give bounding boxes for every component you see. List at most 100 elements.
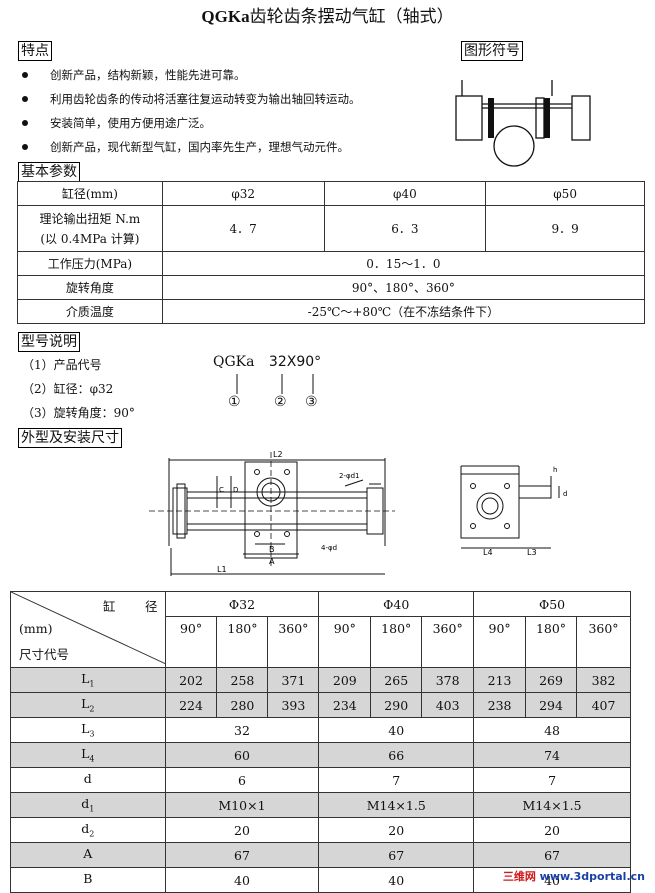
temp-label: 介质温度 xyxy=(17,299,163,324)
section-features: 特点 xyxy=(18,41,52,61)
section-dims: 外型及安装尺寸 xyxy=(18,428,122,448)
table-cell: 258 xyxy=(216,667,269,693)
angle-label: 旋转角度 xyxy=(17,275,163,300)
basic-params-table: 缸径(mm) φ32 φ40 φ50 理论输出扭矩 N.m (以 0.4MPa … xyxy=(17,181,646,324)
angle-header: 360° xyxy=(575,616,632,668)
table-cell: M14×1.5 xyxy=(318,792,475,818)
table-cell: 60 xyxy=(164,742,320,768)
title-model: QGKa xyxy=(201,7,250,26)
table-cell: 265 xyxy=(370,667,423,693)
table-cell: 280 xyxy=(216,692,269,718)
label-L2: L2 xyxy=(273,450,283,459)
front-view-drawing: L2 L1 B A C D 2-φd1 4-φd xyxy=(149,450,395,576)
model-item: （1）产品代号 xyxy=(22,358,102,372)
angle-header: 90° xyxy=(318,616,372,668)
angle-header: 180° xyxy=(370,616,423,668)
feature-item: 安装简单，使用方便用途广泛。 xyxy=(22,116,211,130)
angle-header: 90° xyxy=(473,616,527,668)
row-label: d2 xyxy=(10,817,166,843)
angle-header: 360° xyxy=(421,616,475,668)
table-cell: 209 xyxy=(318,667,372,693)
page-title: QGKa齿轮齿条摆动气缸（轴式） xyxy=(0,6,655,28)
table-cell: 371 xyxy=(267,667,320,693)
row-label: d xyxy=(10,767,166,793)
table-cell: 393 xyxy=(267,692,320,718)
table-header-row: 缸 径 (mm) 尺寸代号 Φ32 Φ40 Φ50 xyxy=(10,591,631,668)
model-code: QGKa 32X90° xyxy=(213,354,322,370)
table-cell: 378 xyxy=(421,667,475,693)
feature-item: 创新产品，结构新颖，性能先进可靠。 xyxy=(22,68,246,82)
table-cell: 290 xyxy=(370,692,423,718)
label-L4: L4 xyxy=(483,548,493,556)
temp-value: -25℃～+80℃（在不冻结条件下） xyxy=(161,299,646,324)
table-cell: 407 xyxy=(575,692,632,718)
model-item: （2）缸径：φ32 xyxy=(22,382,114,396)
table-cell: 67 xyxy=(164,842,320,868)
table-cell: 238 xyxy=(473,692,527,718)
label-d: d xyxy=(563,490,567,498)
title-rest: 齿轮齿条摆动气缸（轴式） xyxy=(249,7,454,27)
label-A: A xyxy=(269,557,275,566)
cylinder-symbol-icon xyxy=(455,80,591,167)
table-cell: 7 xyxy=(318,767,475,793)
table-cell: 202 xyxy=(164,667,218,693)
table-cell: 32 xyxy=(164,717,320,743)
angle-header: 360° xyxy=(267,616,320,668)
table-cell: 403 xyxy=(421,692,475,718)
angle-header: 180° xyxy=(216,616,269,668)
table-cell: 66 xyxy=(318,742,475,768)
torque-value: 6．3 xyxy=(323,205,487,252)
bore-header: Φ50 xyxy=(473,591,631,617)
row-label: L4 xyxy=(10,742,166,768)
row-label: L1 xyxy=(10,667,166,693)
angle-value: 90°、180°、360° xyxy=(161,275,646,300)
section-basic-params: 基本参数 xyxy=(18,162,80,182)
table-cell: 67 xyxy=(473,842,631,868)
dimension-table: 缸 径 (mm) 尺寸代号 Φ32 Φ40 Φ50 90° 180° 360° … xyxy=(10,591,632,893)
table-row: 缸径(mm) φ32 φ40 φ50 xyxy=(17,181,645,206)
row-label: A xyxy=(10,842,166,868)
torque-value: 4．7 xyxy=(161,205,325,252)
row-label: d1 xyxy=(10,792,166,818)
angle-header-row: 90° 180° 360° 90° 180° 360° 90° 180° 360… xyxy=(11,616,632,668)
table-cell: 74 xyxy=(473,742,631,768)
table-cell: 269 xyxy=(525,667,577,693)
table-cell: 48 xyxy=(473,717,631,743)
label-2-phi-d1: 2-φd1 xyxy=(339,472,360,480)
torque-label: 理论输出扭矩 N.m (以 0.4MPa 计算) xyxy=(17,205,163,252)
feature-item: 利用齿轮齿条的传动将活塞往复运动转变为输出轴回转运动。 xyxy=(22,92,361,106)
table-cell: 40 xyxy=(318,867,475,893)
table-cell: 382 xyxy=(575,667,632,693)
side-view-drawing: L4 L3 h d xyxy=(460,465,567,556)
table-cell: M14×1.5 xyxy=(473,792,631,818)
bullet-icon xyxy=(22,120,28,126)
model-leader-lines xyxy=(236,374,314,394)
table-cell: 20 xyxy=(318,817,475,843)
watermark: 三维网 www.3dportal.cn xyxy=(502,870,645,883)
table-cell: 40 xyxy=(164,867,320,893)
corner-cell: 缸 径 (mm) 尺寸代号 xyxy=(10,591,166,668)
table-cell: M10×1 xyxy=(164,792,320,818)
table-row: 工作压力(MPa) 0．15～1．0 xyxy=(17,251,646,276)
model-item: （3）旋转角度：90° xyxy=(22,406,135,420)
table-cell: 67 xyxy=(318,842,475,868)
torque-value: 9．9 xyxy=(485,205,645,252)
label-L1: L1 xyxy=(217,565,227,574)
label-L3: L3 xyxy=(527,548,537,556)
table-cell: 7 xyxy=(473,767,631,793)
table-row: 理论输出扭矩 N.m (以 0.4MPa 计算) 4．7 6．3 9．9 xyxy=(17,205,645,252)
bore-value: φ50 xyxy=(485,181,645,206)
bore-header: Φ40 xyxy=(318,591,475,617)
section-model-desc: 型号说明 xyxy=(18,332,80,352)
label-h: h xyxy=(553,466,557,474)
pressure-label: 工作压力(MPa) xyxy=(17,251,163,276)
table-row: 介质温度 -25℃～+80℃（在不冻结条件下） xyxy=(17,299,646,324)
marker-2: ② xyxy=(274,394,287,410)
table-cell: 234 xyxy=(318,692,372,718)
table-cell: 213 xyxy=(473,667,527,693)
